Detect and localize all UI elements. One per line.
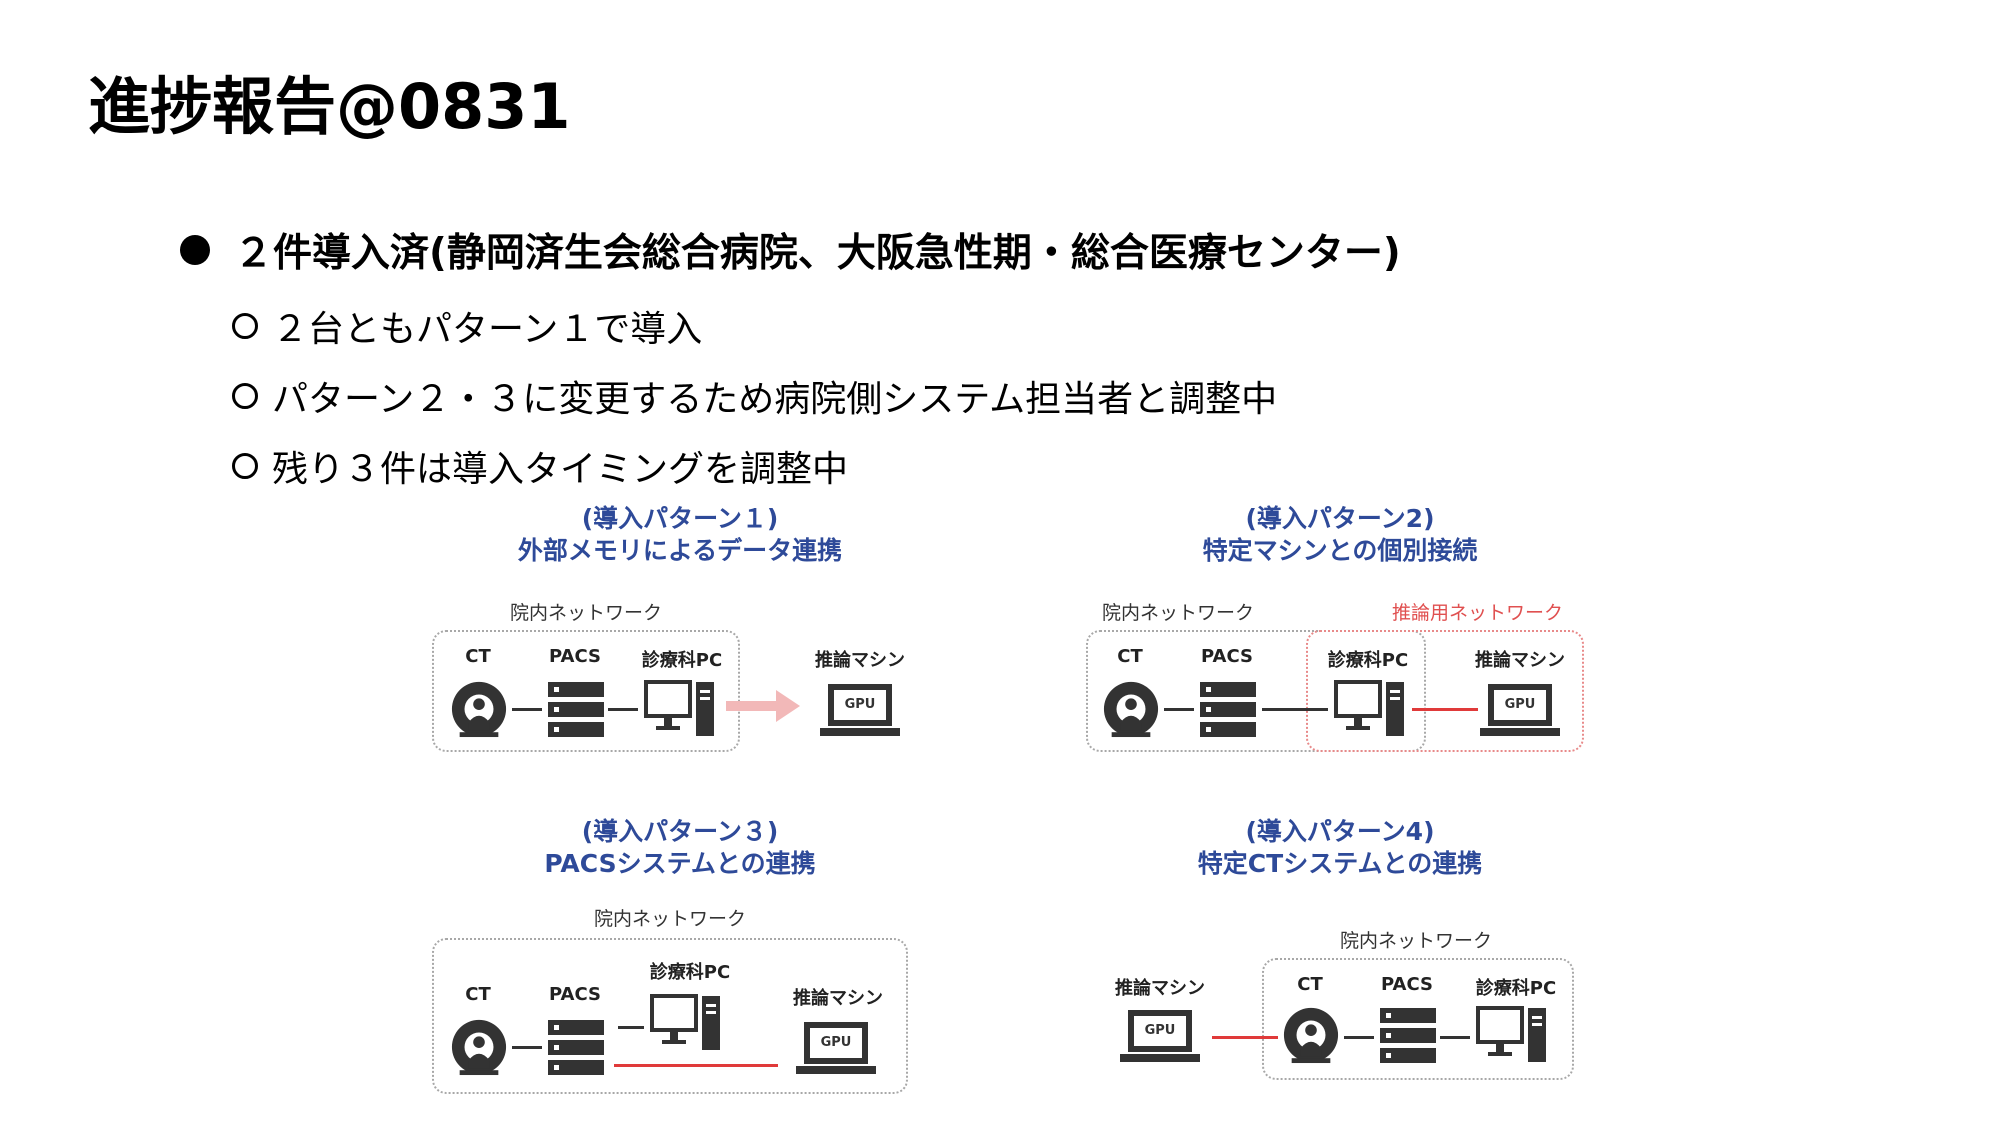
laptop-icon: GPU [1480, 682, 1560, 738]
pattern1-ct-label: CT [465, 646, 491, 667]
connection-line [618, 1026, 644, 1029]
sub-bullet-text: ２台ともパターン１で導入 [272, 309, 703, 350]
pattern2-ct-label: CT [1117, 646, 1143, 667]
pattern2-pc-label: 診療科PC [1327, 650, 1409, 671]
pattern2-title: (導入パターン2) 特定マシンとの個別接続 [1120, 503, 1560, 567]
pattern4-machine-label: 推論マシン [1115, 978, 1205, 999]
pattern3-pc-label: 診療科PC [649, 962, 731, 983]
connection-line [1440, 1036, 1470, 1039]
pattern4-title-line1: (導入パターン4) [1245, 817, 1435, 846]
main-bullet: ２件導入済(静岡済生会総合病院、大阪急性期・総合医療センター) [180, 222, 1401, 278]
pattern1-pacs-label: PACS [549, 646, 601, 667]
pattern2-inference-network-box [1306, 630, 1584, 752]
main-bullet-text: ２件導入済(静岡済生会総合病院、大阪急性期・総合医療センター) [234, 231, 1401, 276]
pattern1-machine-label: 推論マシン [815, 650, 905, 671]
pattern2-network-box [1086, 630, 1426, 752]
pattern2-network-label: 院内ネットワーク [1102, 602, 1255, 624]
inference-connection-line [1412, 708, 1478, 711]
server-icon [548, 682, 604, 738]
pattern4-network-box [1262, 958, 1574, 1080]
desktop-pc-icon [1334, 680, 1406, 740]
pattern3-ct-label: CT [465, 984, 491, 1005]
connection-line [512, 1046, 542, 1049]
laptop-icon: GPU [820, 682, 900, 738]
arrow-right-icon [726, 690, 800, 722]
pattern3-machine-label: 推論マシン [793, 988, 883, 1009]
pattern3-pacs-label: PACS [549, 984, 601, 1005]
desktop-pc-icon [650, 994, 722, 1054]
server-icon [1380, 1008, 1436, 1064]
ct-scanner-icon [450, 680, 508, 738]
ct-scanner-icon [1102, 680, 1160, 738]
laptop-icon: GPU [1120, 1008, 1200, 1064]
pattern2-title-line2: 特定マシンとの個別接続 [1202, 536, 1478, 565]
pattern2-machine-label: 推論マシン [1475, 650, 1565, 671]
pattern1-title-line2: 外部メモリによるデータ連携 [517, 536, 843, 565]
ct-scanner-icon [450, 1018, 508, 1076]
connection-line [1344, 1036, 1374, 1039]
server-icon [548, 1020, 604, 1076]
pattern4-pc-label: 診療科PC [1475, 978, 1557, 999]
sub-bullet-3: 残り３件は導入タイミングを調整中 [232, 440, 848, 492]
ct-connection-line [1212, 1036, 1278, 1039]
pattern1-title: (導入パターン１) 外部メモリによるデータ連携 [460, 503, 900, 567]
pattern2-title-line1: (導入パターン2) [1245, 504, 1435, 533]
sub-bullet-1: ２台ともパターン１で導入 [232, 300, 702, 352]
pattern4-ct-label: CT [1297, 974, 1323, 995]
connection-line [1164, 708, 1194, 711]
ct-scanner-icon [1282, 1006, 1340, 1064]
laptop-icon: GPU [796, 1020, 876, 1076]
pattern1-network-box [432, 630, 740, 752]
gpu-label: GPU [1144, 1023, 1176, 1038]
pattern1-network-label: 院内ネットワーク [510, 602, 663, 624]
gpu-label: GPU [844, 697, 876, 712]
pattern1-title-line1: (導入パターン１) [581, 504, 779, 533]
pattern4-title: (導入パターン4) 特定CTシステムとの連携 [1120, 816, 1560, 880]
desktop-pc-icon [1476, 1006, 1548, 1066]
sub-bullet-text: パターン２・３に変更するため病院側システム担当者と調整中 [272, 379, 1278, 420]
pattern1-pc-label: 診療科PC [641, 650, 723, 671]
connection-line [608, 708, 638, 711]
pattern2-inference-network-label: 推論用ネットワーク [1392, 602, 1564, 624]
pattern3-network-box [432, 938, 908, 1094]
gpu-label: GPU [1504, 697, 1536, 712]
pacs-connection-line [614, 1064, 778, 1067]
pattern3-title-line1: (導入パターン３) [581, 817, 779, 846]
pattern4-pacs-label: PACS [1381, 974, 1433, 995]
connection-line [512, 708, 542, 711]
sub-bullet-2: パターン２・３に変更するため病院側システム担当者と調整中 [232, 370, 1277, 422]
pattern3-title: (導入パターン３) PACSシステムとの連携 [460, 816, 900, 880]
hollow-circle-icon [232, 383, 258, 409]
bullet-dot-icon [180, 235, 210, 265]
gpu-label: GPU [820, 1035, 852, 1050]
pattern3-network-label: 院内ネットワーク [594, 908, 747, 930]
connection-line [1262, 708, 1328, 711]
page-title: 進捗報告@0831 [88, 70, 571, 143]
pattern2-pacs-label: PACS [1201, 646, 1253, 667]
hollow-circle-icon [232, 313, 258, 339]
server-icon [1200, 682, 1256, 738]
sub-bullet-text: 残り３件は導入タイミングを調整中 [272, 449, 849, 490]
desktop-pc-icon [644, 680, 716, 740]
pattern3-title-line2: PACSシステムとの連携 [544, 849, 816, 878]
pattern4-network-label: 院内ネットワーク [1340, 930, 1493, 952]
pattern4-title-line2: 特定CTシステムとの連携 [1197, 849, 1483, 878]
hollow-circle-icon [232, 453, 258, 479]
